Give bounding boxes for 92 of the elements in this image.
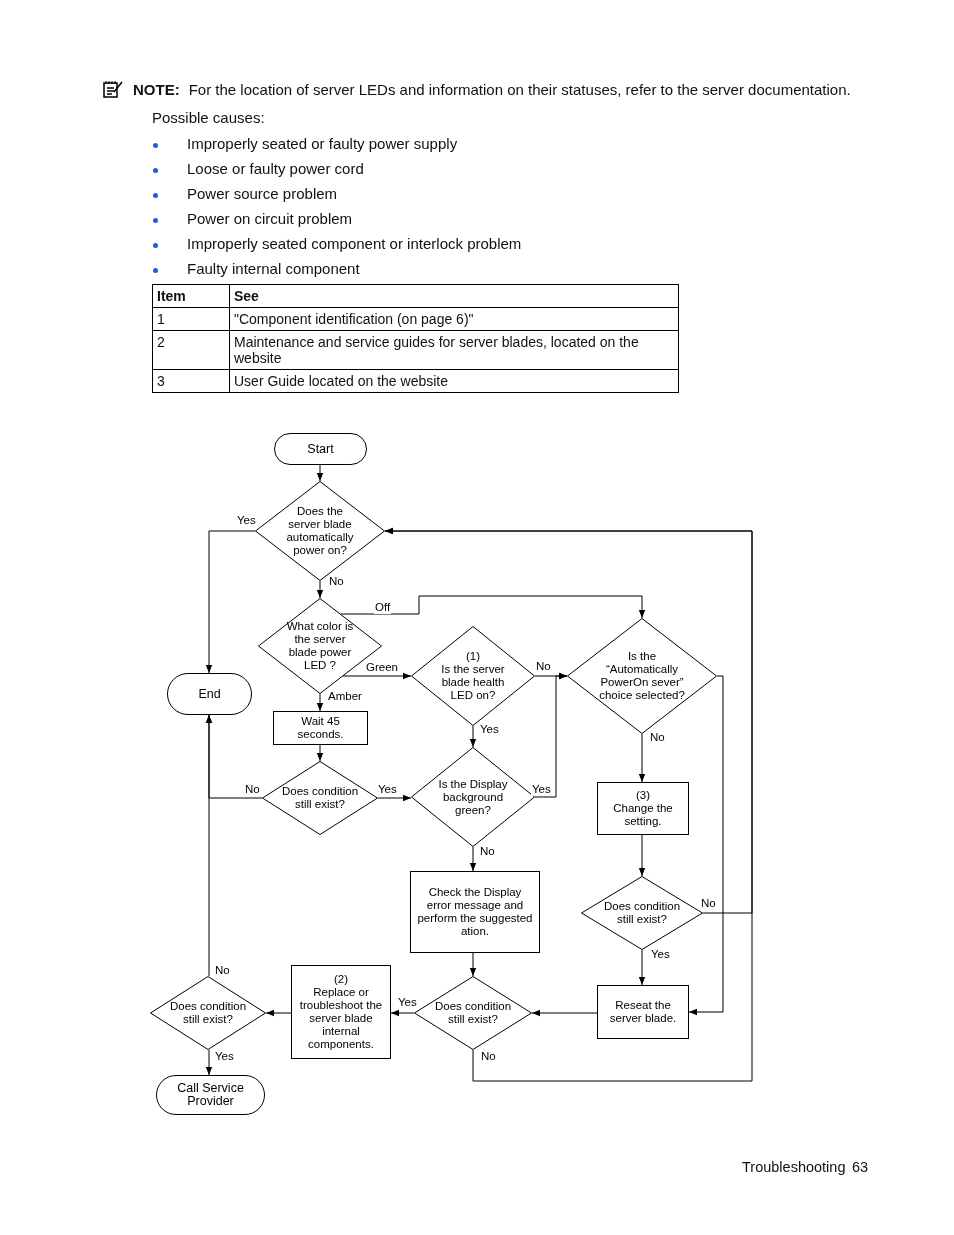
table-cell: 2 [152, 330, 230, 370]
list-item: Loose or faulty power cord [187, 160, 364, 177]
node-text: Is the server blade health LED on? [440, 663, 506, 702]
arrow [469, 846, 477, 872]
arrow [638, 834, 646, 877]
decision-diamond [411, 626, 535, 726]
node-text: Wait 45 seconds. [296, 715, 345, 741]
node-text: Is the “Automatically PowerOn sever” choice selected? [598, 650, 686, 702]
edge-label: No [328, 575, 345, 588]
arrow [205, 530, 256, 674]
node-text: Does condition still exist? [169, 1000, 247, 1026]
arrow [340, 595, 646, 619]
node-text: (2) [333, 973, 349, 986]
edge-label: Yes [479, 723, 500, 736]
node-text: Reseat the server blade. [608, 999, 678, 1025]
node-text: Call Service Provider [176, 1082, 245, 1108]
arrow [316, 580, 324, 599]
list-item: Power source problem [187, 185, 338, 202]
decision-diamond [567, 618, 717, 734]
decision-diamond [262, 761, 378, 835]
edge-label: No [479, 845, 496, 858]
terminal-shape [156, 1075, 265, 1115]
process-box [597, 782, 689, 835]
edge-label: Yes [377, 783, 398, 796]
table-cell: User Guide located on the website [229, 369, 679, 393]
terminal-shape [167, 673, 252, 715]
table-cell: Item [152, 284, 230, 308]
node-text: What color is the server blade power LED ? [285, 620, 355, 672]
process-box [410, 871, 540, 953]
node-text: Start [307, 442, 334, 456]
edge-label: Green [365, 661, 399, 674]
node-text: Does condition still exist? [434, 1000, 512, 1026]
table-cell: Maintenance and service guides for server blades, located on the website [229, 330, 679, 370]
edge-label: No [244, 783, 261, 796]
page-number: 63 [852, 1159, 869, 1175]
arrow [377, 794, 412, 802]
node-text: Does condition still exist? [602, 900, 682, 926]
decision-diamond [150, 976, 266, 1050]
edge-label: No [700, 897, 717, 910]
node-text: Change the setting. [612, 802, 674, 828]
edge-label: Yes [650, 948, 671, 961]
table-cell: See [229, 284, 679, 308]
arrow [469, 952, 477, 977]
arrow [316, 693, 324, 712]
list-item: Improperly seated or faulty power supply [187, 135, 458, 152]
edge-label: Amber [327, 690, 363, 703]
arrow [531, 1009, 598, 1017]
node-text: (3) [635, 789, 651, 802]
arrow [316, 464, 324, 482]
list-item: Faulty internal component [187, 260, 360, 277]
section-heading: Possible causes: [152, 109, 265, 126]
process-box [291, 965, 391, 1059]
arrow [638, 733, 646, 783]
edge-label: No [480, 1050, 497, 1063]
edge-label: Off [374, 601, 392, 614]
arrow [469, 725, 477, 748]
edge-label: Yes [214, 1050, 235, 1063]
arrow [265, 1009, 292, 1017]
arrow [342, 672, 412, 680]
arrow [316, 744, 324, 762]
arrow [205, 1049, 213, 1076]
edge-label: Yes [236, 514, 257, 527]
arrow [534, 672, 568, 798]
node-text: (1) [464, 650, 482, 663]
arrow [638, 949, 646, 986]
arrow [205, 714, 213, 977]
node-text: Is the Display background green? [437, 777, 509, 817]
arrow [384, 527, 753, 1082]
arrow [390, 1009, 415, 1017]
terminal-shape [274, 433, 367, 465]
list-item: Power on circuit problem [187, 210, 353, 227]
node-text: Replace or troubleshoot the server blade internal components. [298, 986, 384, 1051]
note-text: For the location of server LEDs and information on their statuses, refer to the server documentation. [188, 80, 851, 98]
process-box [597, 985, 689, 1039]
edge-label: No [649, 731, 666, 744]
table-cell: 1 [152, 307, 230, 331]
node-text: Does condition still exist? [281, 785, 359, 811]
process-box [273, 711, 368, 745]
table-cell: "Component identification (on page 6)" [229, 307, 679, 331]
node-text: Does the server blade automatically power on? [285, 505, 355, 557]
note-heading: NOTE: [133, 80, 180, 98]
footer-text: Troubleshooting [742, 1159, 846, 1175]
table-cell: 3 [152, 369, 230, 393]
edge-label: No [214, 964, 231, 977]
edge-label: No [535, 660, 552, 673]
node-text: Check the Display error message and perform the suggested ation. [416, 886, 534, 938]
decision-diamond [581, 876, 703, 950]
arrow [688, 675, 724, 1016]
node-text: End [198, 687, 221, 701]
list-item: Improperly seated component or interlock problem [187, 235, 522, 252]
edge-label: Yes [531, 783, 552, 796]
edge-label: Yes [397, 996, 418, 1009]
